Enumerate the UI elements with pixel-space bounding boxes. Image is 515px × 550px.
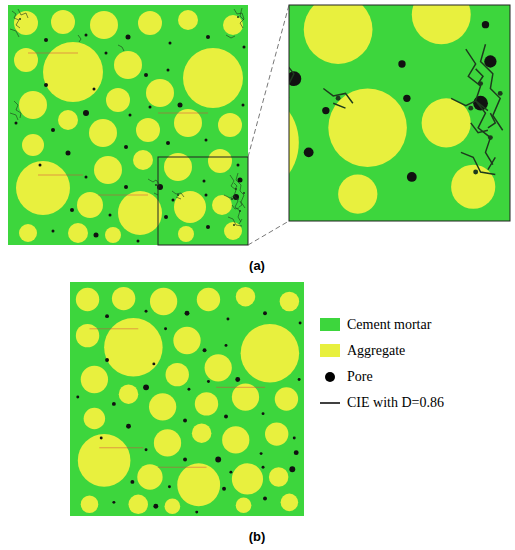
panel-a: [8, 5, 248, 245]
legend-swatch: [320, 344, 340, 357]
legend-swatch: [320, 318, 340, 331]
zoom-leader: [248, 221, 289, 245]
legend-text: CIE with D=0.86: [347, 395, 444, 411]
pore-sample: [319, 370, 341, 384]
panel-label: (a): [249, 258, 265, 273]
legend-text: Cement mortar: [347, 317, 431, 333]
zoom-inset: [0, 0, 510, 221]
zoom-box: [158, 157, 248, 245]
panel-label: (b): [249, 529, 266, 544]
legend-text: Aggregate: [347, 343, 405, 359]
panel-b: [70, 282, 304, 516]
legend-text: Pore: [347, 369, 373, 385]
zoom-leader: [248, 5, 289, 157]
line-sample: [319, 396, 341, 410]
inset-frame: [289, 5, 510, 221]
